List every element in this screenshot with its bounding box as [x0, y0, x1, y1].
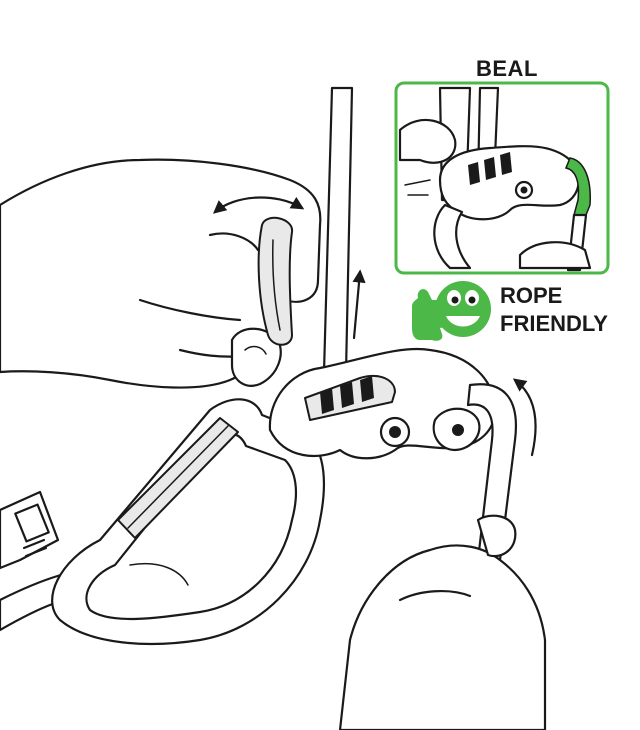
- rotate-arrow-icon: [212, 196, 305, 214]
- inset-panel: [394, 81, 610, 275]
- rope-upper: [322, 86, 354, 374]
- smiley-thumbs-up-icon: [412, 281, 491, 341]
- rope-friendly-line1: ROPE: [500, 283, 563, 308]
- rope-friendly-line2: FRIENDLY: [500, 311, 608, 336]
- lower-hand: [338, 514, 547, 730]
- carabiner: [51, 398, 326, 646]
- brand-label: BEAL: [476, 56, 538, 81]
- rope-up-arrow-icon: [352, 269, 366, 340]
- rope-pull-arrow-icon: [512, 378, 537, 457]
- cam-lever: [257, 216, 293, 346]
- ascender-body: [268, 347, 497, 460]
- upper-hand: [0, 158, 322, 389]
- rope-lower: [466, 383, 517, 562]
